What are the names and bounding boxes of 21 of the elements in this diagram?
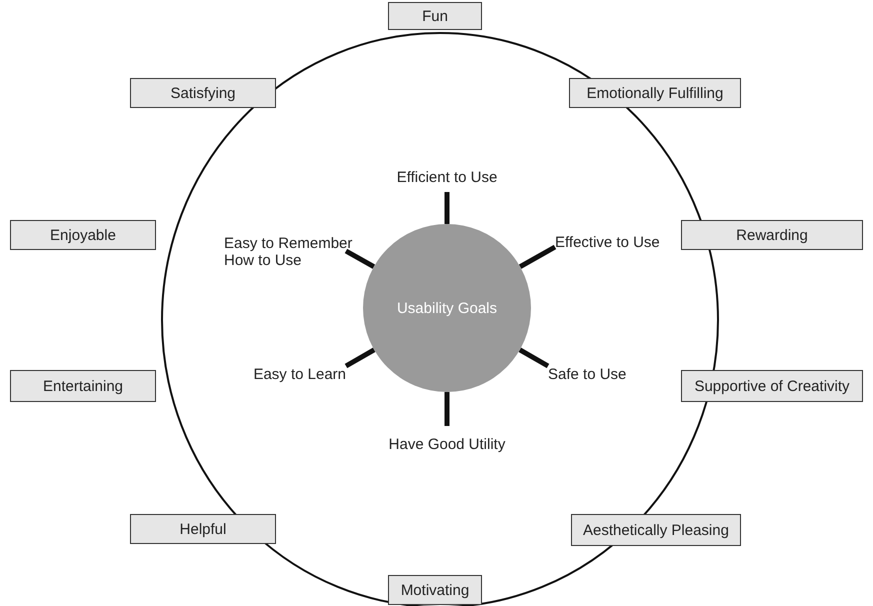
experience-goal-box: Emotionally Fulfilling	[569, 78, 741, 108]
experience-goal-box: Motivating	[388, 575, 482, 605]
center-circle: Usability Goals	[363, 224, 531, 392]
usability-goal-label: Have Good Utility	[367, 426, 527, 462]
experience-goal-box: Helpful	[130, 514, 276, 544]
spoke-line	[344, 248, 376, 269]
spoke-line	[444, 192, 450, 224]
usability-goal-label: Easy to Learn	[226, 360, 346, 388]
experience-goal-box: Satisfying	[130, 78, 276, 108]
experience-goal-box: Fun	[388, 2, 482, 30]
spoke-line	[344, 348, 376, 368]
spoke-line	[518, 348, 550, 368]
experience-goal-box: Aesthetically Pleasing	[571, 514, 741, 546]
experience-goal-box: Rewarding	[681, 220, 863, 250]
experience-goal-box: Enjoyable	[10, 220, 156, 250]
usability-goal-label: Safe to Use	[548, 360, 658, 388]
experience-goal-box: Entertaining	[10, 370, 156, 402]
spoke-line	[444, 392, 450, 426]
experience-goal-box: Supportive of Creativity	[681, 370, 863, 402]
spoke-line	[518, 244, 556, 269]
usability-goal-label: Efficient to Use	[377, 162, 517, 192]
